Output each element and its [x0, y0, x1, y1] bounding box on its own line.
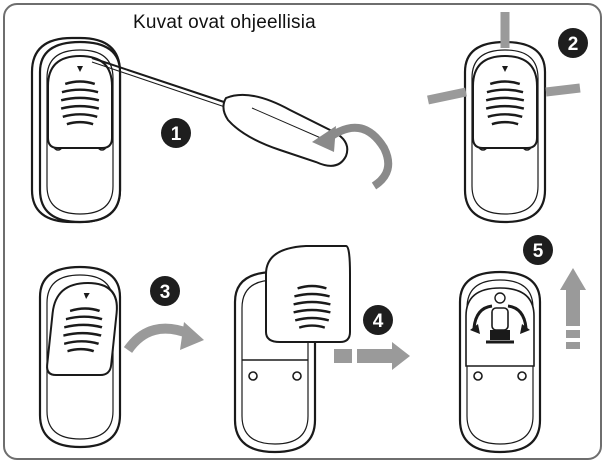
step-badge-2	[558, 28, 588, 58]
step-number-2: 2	[568, 34, 579, 55]
step-badge-1	[161, 118, 191, 148]
step-badge-5	[523, 235, 553, 265]
caption-text: Kuvat ovat ohjeellisia	[133, 12, 316, 33]
step-2-illustration: 2	[427, 12, 588, 224]
step-number-5: 5	[533, 241, 544, 262]
step-number-3: 3	[160, 282, 171, 303]
step-badge-3	[150, 276, 180, 306]
step-4-illustration: 4	[233, 245, 410, 454]
step-number-4: 4	[373, 311, 384, 332]
step-5-illustration: 5	[458, 235, 586, 454]
step-number-1: 1	[171, 124, 182, 145]
step-badge-4	[363, 305, 393, 335]
step-1-illustration: 1	[30, 36, 393, 224]
step-3-illustration: 3	[38, 265, 204, 449]
